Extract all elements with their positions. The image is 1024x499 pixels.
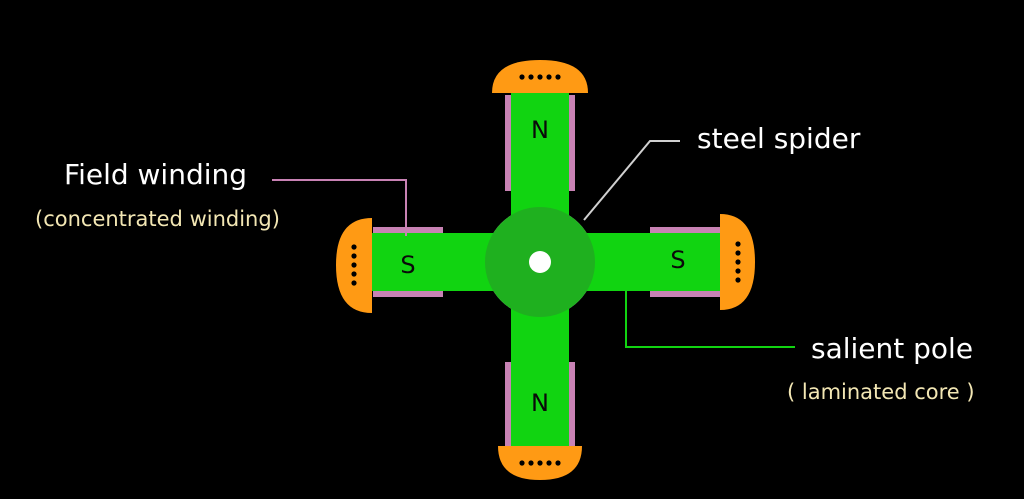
winding-right-bottom <box>650 291 720 297</box>
winding-top-right <box>569 95 575 191</box>
winding-left-top <box>373 227 443 233</box>
pole-label-top: N <box>531 116 549 144</box>
salient-pole-leader <box>625 291 795 348</box>
shoe-left-conductors <box>351 244 357 286</box>
field-winding-label: Field winding <box>64 158 248 191</box>
winding-left-bottom <box>373 291 443 297</box>
shoe-top-conductors <box>519 74 561 80</box>
winding-right-top <box>650 227 720 233</box>
winding-bottom-left <box>505 362 511 447</box>
winding-bottom-right <box>569 362 575 447</box>
pole-label-left: S <box>400 251 415 279</box>
salient-pole-sublabel: ( laminated core ) <box>787 380 975 404</box>
pole-label-bottom: N <box>531 389 549 417</box>
salient-pole-label: salient pole <box>811 332 974 365</box>
field-winding-sublabel: (concentrated winding) <box>35 207 280 231</box>
pole-label-right: S <box>670 246 685 274</box>
shoe-right-conductors <box>735 241 741 283</box>
field-winding-leader <box>272 179 407 236</box>
steel-spider-leader <box>583 140 680 221</box>
shaft-hole <box>529 251 551 273</box>
winding-top-left <box>505 95 511 191</box>
steel-spider-label: steel spider <box>697 122 861 155</box>
shoe-bottom-conductors <box>519 460 561 466</box>
